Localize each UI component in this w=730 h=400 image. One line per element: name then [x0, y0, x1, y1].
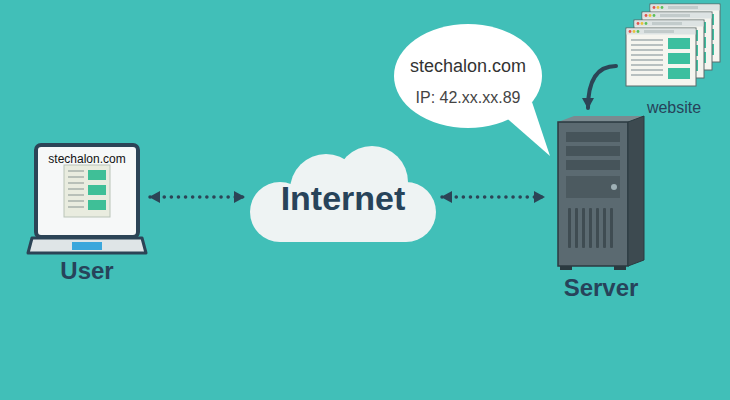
server-tower: Server — [548, 112, 654, 302]
domain-name: stechalon.com — [410, 56, 526, 78]
node-label: Server — [564, 274, 639, 303]
user-laptop: stechalon.comUser — [28, 143, 146, 293]
ip-address: IP: 42.xx.xx.89 — [416, 88, 521, 107]
website-pages: website — [620, 4, 728, 126]
node-label: website — [647, 98, 701, 117]
dotted-connector — [150, 195, 244, 199]
curved-arrow — [588, 66, 616, 108]
cloud-label: Internet — [281, 178, 406, 219]
server-tower-shape — [548, 112, 654, 302]
dotted-connector — [442, 195, 544, 199]
internet-cloud: Internet — [248, 140, 438, 248]
node-label: User — [60, 257, 113, 286]
speech-bubble: stechalon.comIP: 42.xx.xx.89 — [392, 20, 552, 160]
screen-url: stechalon.com — [48, 152, 125, 166]
